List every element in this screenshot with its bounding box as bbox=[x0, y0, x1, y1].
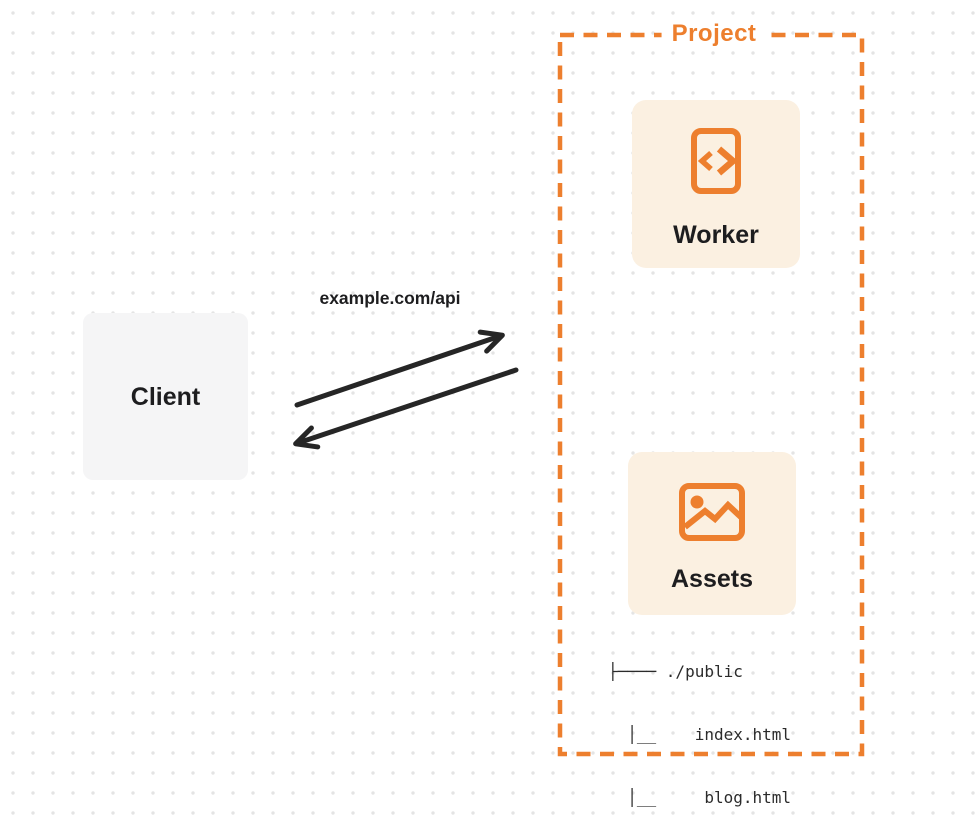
image-icon bbox=[679, 483, 745, 541]
request-arrow bbox=[294, 329, 505, 408]
file-tree-item: │__ index.html bbox=[608, 725, 792, 744]
worker-node: Worker bbox=[632, 100, 800, 268]
code-icon bbox=[691, 128, 741, 194]
file-tree-root: ├──── ./public bbox=[608, 662, 743, 681]
file-tree-item: │__ blog.html bbox=[608, 788, 792, 807]
request-url-label: example.com/api bbox=[319, 288, 461, 308]
worker-label: Worker bbox=[673, 221, 759, 249]
client-label: Client bbox=[130, 382, 201, 411]
file-tree: ├──── ./public │__ index.html │__ blog.h… bbox=[608, 619, 791, 818]
assets-label: Assets bbox=[671, 565, 753, 593]
response-arrow bbox=[293, 367, 519, 450]
assets-node: Assets bbox=[628, 452, 796, 615]
client-node: Client bbox=[83, 313, 248, 480]
project-label: Project bbox=[661, 19, 767, 49]
